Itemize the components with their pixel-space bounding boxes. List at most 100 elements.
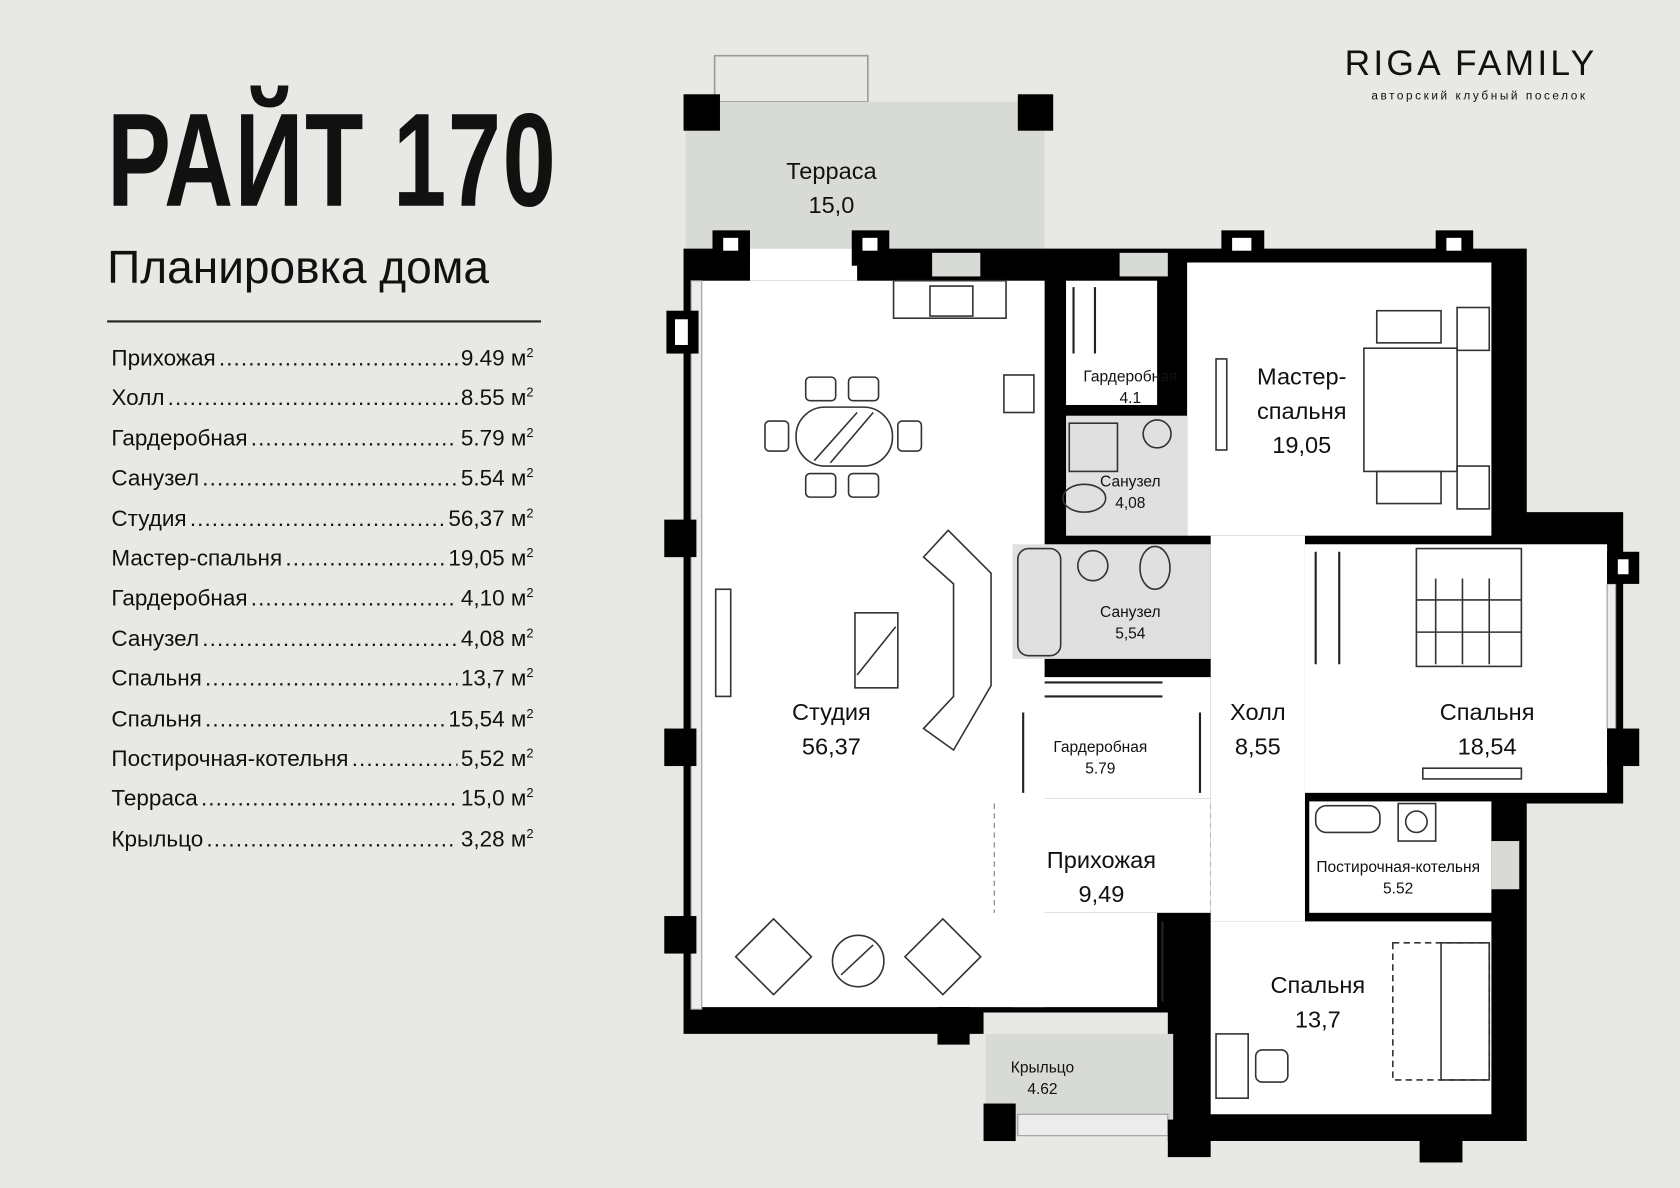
divider	[107, 320, 542, 323]
dining-table	[795, 406, 894, 467]
room-name: Крыльцо	[1010, 1059, 1075, 1077]
area-row: Спальня15,54 м2	[111, 706, 533, 746]
stove-icon	[1003, 374, 1035, 414]
area-name: Спальня	[111, 666, 202, 692]
area-name: Терраса	[111, 786, 198, 812]
room-name: Мастер-	[1257, 363, 1347, 390]
area-unit: м	[510, 346, 527, 371]
area-row: Прихожая 9.49 м2	[111, 345, 533, 385]
area-number: 4,10	[460, 586, 505, 612]
pillar	[683, 94, 720, 131]
area-unit: м	[510, 746, 527, 772]
area-row: Мастер-спальня 19,05 м2	[111, 545, 533, 585]
area-value: 19,05 м2	[448, 545, 533, 572]
room-name: Спальня	[1270, 971, 1366, 999]
room-hall	[1210, 535, 1305, 922]
chair	[1254, 1049, 1289, 1083]
wardrobe-racks	[1022, 287, 1341, 1002]
window	[1491, 841, 1520, 890]
area-value: 9.49 м2	[461, 345, 534, 372]
area-number: 56,37	[448, 506, 505, 531]
shower-icon	[1068, 422, 1119, 473]
master-bedroom-label: Мастер-спальня 19,05	[1257, 360, 1346, 463]
room-bath-large	[1012, 544, 1211, 659]
area-name: Санузел	[111, 626, 200, 652]
area-value: 8.55 м2	[461, 385, 534, 412]
room-name: Гардеробная	[1053, 739, 1148, 757]
room-name: Постирочная-котельня	[1316, 859, 1481, 877]
area-name: Гардеробная	[111, 586, 248, 612]
terrace-door	[749, 248, 858, 281]
area-row: Терраса 15,0 м2	[111, 786, 533, 826]
area-value: 15,0 м2	[461, 786, 534, 813]
area-unit-exponent: 2	[526, 505, 534, 521]
area-value: 5,52 м2	[461, 746, 534, 773]
area-number: 9.49	[460, 346, 505, 371]
room-name: Санузел	[1100, 604, 1161, 622]
boiler-icon	[1314, 804, 1381, 834]
room-entry	[994, 798, 1211, 913]
area-unit-exponent: 2	[526, 344, 534, 360]
area-name: Гардеробная	[111, 426, 248, 451]
brand-logo: RIGA FAMILY	[1344, 42, 1598, 83]
room-area: 4,08	[1115, 495, 1146, 513]
area-value: 5.54 м2	[461, 465, 534, 492]
area-unit: м	[510, 386, 527, 411]
area-row: Холл 8.55 м2	[111, 385, 533, 425]
room-name: спальня	[1257, 397, 1347, 425]
area-unit-exponent: 2	[526, 545, 534, 561]
area-unit: м	[510, 426, 527, 451]
room-name: Холл	[1230, 698, 1286, 726]
room-bath-small	[1066, 415, 1188, 536]
room-area: 18,54	[1457, 732, 1517, 760]
area-number: 15,0	[460, 786, 505, 812]
room-area: 19,05	[1272, 431, 1332, 459]
area-unit: м	[510, 706, 527, 732]
room-area: 5,54	[1115, 626, 1146, 644]
area-name: Постирочная-котельня	[111, 746, 349, 772]
area-row: Гардеробная 4,10 м2	[111, 585, 533, 625]
toilet-icon	[1062, 483, 1107, 513]
window	[932, 252, 981, 277]
terrace-railing	[713, 54, 869, 103]
area-name: Мастер-спальня	[111, 546, 283, 572]
washer-icon	[1397, 802, 1437, 842]
area-unit-exponent: 2	[526, 825, 534, 841]
bedroom-right-label: Спальня 18,54	[1440, 695, 1535, 763]
area-name: Прихожая	[111, 346, 216, 371]
sofa	[922, 529, 992, 752]
window	[1017, 1113, 1169, 1137]
area-value: 4,10 м2	[461, 585, 534, 612]
area-name: Студия	[111, 506, 187, 531]
area-value: 3,28 м2	[461, 826, 534, 853]
area-number: 5.54	[460, 466, 505, 491]
window	[690, 280, 703, 1010]
area-name: Холл	[111, 386, 165, 411]
room-area: 9,49	[1078, 880, 1125, 908]
tv-table	[854, 612, 899, 689]
kitchen-counter	[892, 279, 1007, 320]
area-value: 56,37 м2	[448, 505, 533, 532]
area-unit-exponent: 2	[526, 625, 534, 641]
room-area: 15,0	[808, 191, 855, 219]
room-name: Спальня	[1439, 698, 1535, 726]
area-number: 4,08	[460, 626, 505, 652]
area-unit: м	[510, 466, 527, 491]
tv	[1422, 767, 1523, 780]
sink-icon	[929, 285, 974, 317]
area-unit: м	[510, 786, 527, 812]
room-bedroom-right	[1304, 544, 1608, 793]
area-unit: м	[510, 666, 527, 692]
room-area: 56,37	[801, 732, 861, 760]
area-number: 5.79	[460, 426, 505, 451]
area-unit-exponent: 2	[526, 785, 534, 801]
